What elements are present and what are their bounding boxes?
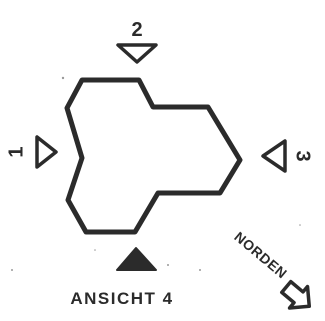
view-arrow-2 — [116, 43, 158, 64]
building-outline — [64, 77, 243, 235]
scan-noise — [11, 76, 301, 271]
north-indicator: NORDEN — [231, 228, 312, 310]
view-caption: ANSICHT 4 — [70, 289, 173, 308]
north-arrow-icon — [280, 279, 312, 310]
view-number-2: 2 — [131, 19, 142, 41]
view-arrow-1 — [35, 135, 58, 169]
view-arrow-4 — [116, 247, 157, 271]
view-number-1: 1 — [5, 146, 27, 157]
north-label: NORDEN — [231, 228, 290, 281]
view-marker-1: 1 — [5, 135, 58, 169]
view-number-3: 3 — [292, 150, 314, 161]
view-marker-4 — [116, 247, 157, 271]
view-arrow-3 — [261, 139, 287, 173]
view-marker-2: 2 — [116, 19, 158, 64]
view-marker-3: 3 — [261, 139, 314, 173]
